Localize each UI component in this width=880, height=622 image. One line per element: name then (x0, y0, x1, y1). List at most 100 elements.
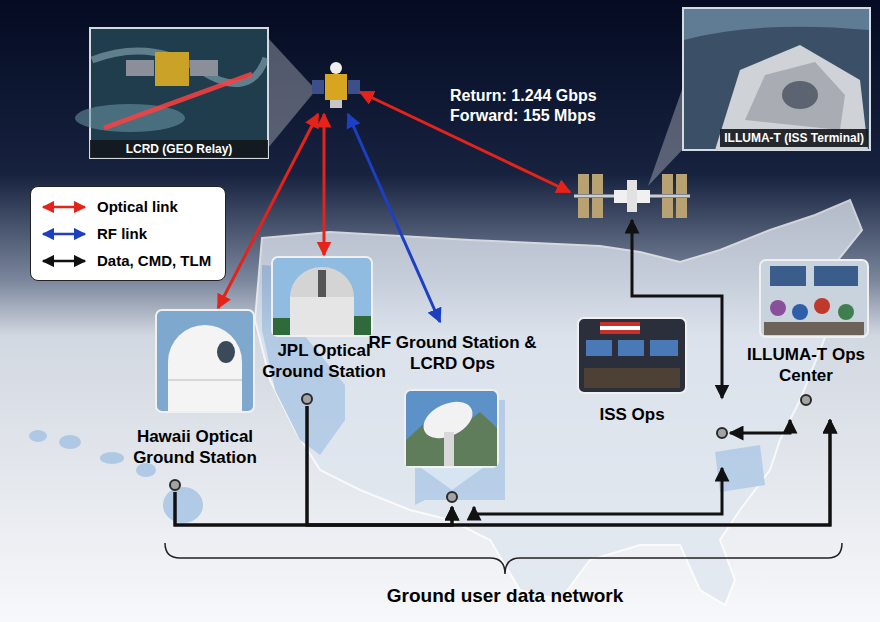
control-screen (814, 266, 858, 286)
legend-arrow (43, 259, 85, 262)
console-desk (584, 368, 680, 388)
location-dot (169, 479, 181, 491)
solar-array (676, 174, 687, 194)
terminal-aperture (782, 81, 818, 109)
hawaii-island (100, 452, 124, 464)
solar-array (578, 174, 589, 194)
legend-text: Optical link (97, 198, 178, 215)
data-link-arrow (307, 406, 452, 525)
satellite-module (330, 100, 342, 108)
solar-array (662, 174, 673, 194)
control-screen (618, 340, 644, 356)
rf-station-photo (405, 390, 498, 467)
lcrd-inset-photo (75, 28, 268, 158)
solar-array (592, 174, 603, 194)
dome-window (217, 341, 235, 363)
hawaii-island (29, 430, 47, 442)
legend-swatch (39, 254, 89, 268)
photo-leader (420, 467, 484, 490)
flag-stripe (600, 330, 640, 334)
legend-arrow (43, 232, 85, 235)
hawaii-island (59, 435, 81, 449)
station-label: Hawaii Optical Ground Station (118, 426, 272, 468)
satellite-body (155, 52, 189, 86)
console-desk (764, 322, 864, 335)
location-dot (301, 393, 313, 405)
person (838, 304, 854, 320)
illuma-t-ops-photo (760, 260, 868, 337)
satellite-body (325, 74, 347, 100)
hawaii-station-photo (156, 310, 254, 412)
ops-label: ILLUMA-T Ops Center (742, 344, 870, 386)
control-screen (586, 340, 612, 356)
photo-frame (272, 257, 372, 336)
edge-label-holder: Return: 1.244 Gbps Forward: 155 Mbps (450, 86, 625, 126)
trees (354, 316, 371, 335)
relay-satellite: LCRD (GEO Relay) (312, 62, 360, 114)
legend-row: RF link (31, 220, 225, 247)
location-dot (446, 491, 458, 503)
legend-text: RF link (97, 225, 147, 242)
location-dot (716, 427, 728, 439)
legend-arrow (43, 205, 85, 208)
legend-text: Data, CMD, TLM (97, 252, 211, 269)
inset-frame (90, 28, 268, 158)
jpl-station-photo (272, 257, 372, 336)
ops-label: ISS Ops (590, 404, 674, 425)
satellite-antenna (330, 62, 342, 74)
person (770, 300, 786, 316)
legend-row: Data, CMD, TLM (31, 247, 225, 274)
iss-module (627, 180, 637, 212)
satellite-panel (126, 60, 154, 76)
trees (273, 318, 290, 335)
satellite-panel (348, 80, 360, 94)
data-link-arrow (632, 220, 722, 398)
legend-swatch (39, 227, 89, 241)
optical-link-arrow (323, 114, 326, 255)
ops-center: ILLUMA-T Ops Center (742, 340, 870, 420)
photo-frame (405, 390, 498, 467)
satellite-panel (190, 60, 218, 76)
solar-array (676, 198, 687, 218)
iss-ops-photo (578, 318, 686, 393)
brace-bracket (165, 543, 842, 574)
label-holder: Ground user data network (305, 584, 705, 607)
inset-frame (683, 8, 870, 150)
us-map (29, 200, 862, 605)
rf-link-arrow (348, 114, 440, 322)
photo-frame (760, 260, 868, 337)
terminal-foil (745, 62, 845, 130)
illuma-t-inset-photo (683, 8, 870, 150)
dome-seam (168, 379, 242, 381)
data-link-arrow (307, 406, 830, 525)
ground-station: Hawaii Optical Ground Station (118, 308, 272, 492)
ground-station: JPL Optical Ground Station (256, 255, 392, 406)
flag-stripe (600, 326, 640, 330)
terminal-foil (715, 45, 868, 150)
data-link-arrow (730, 420, 790, 433)
satellite-panel (312, 80, 324, 94)
legend-row: Optical link (31, 193, 225, 220)
data-link-arrow (175, 492, 452, 525)
antenna-stand (444, 432, 454, 466)
solar-array (578, 198, 589, 218)
network-caption: Ground user data network (305, 584, 705, 607)
flag-stripe (600, 322, 640, 326)
observatory-dome (290, 267, 354, 297)
location-dot (800, 394, 812, 406)
person (814, 298, 830, 314)
data-rate-label: Return: 1.244 Gbps Forward: 155 Mbps (450, 86, 625, 126)
inset-leader (648, 84, 684, 186)
space-station: ILLUMA-T (ISS Terminal) (570, 172, 694, 220)
data-link-arrow (175, 420, 830, 525)
lcrd-satellite-icon (312, 62, 360, 108)
observatory-dome (168, 325, 242, 411)
earth-limb (684, 9, 869, 40)
data-link-arrow (474, 468, 722, 514)
photo-frame (578, 318, 686, 393)
inset-caption: ILLUMA-T (ISS Terminal) (720, 129, 868, 147)
observatory-building (290, 296, 354, 335)
dome-slit (318, 270, 326, 297)
person (792, 304, 808, 320)
solar-array (592, 198, 603, 218)
